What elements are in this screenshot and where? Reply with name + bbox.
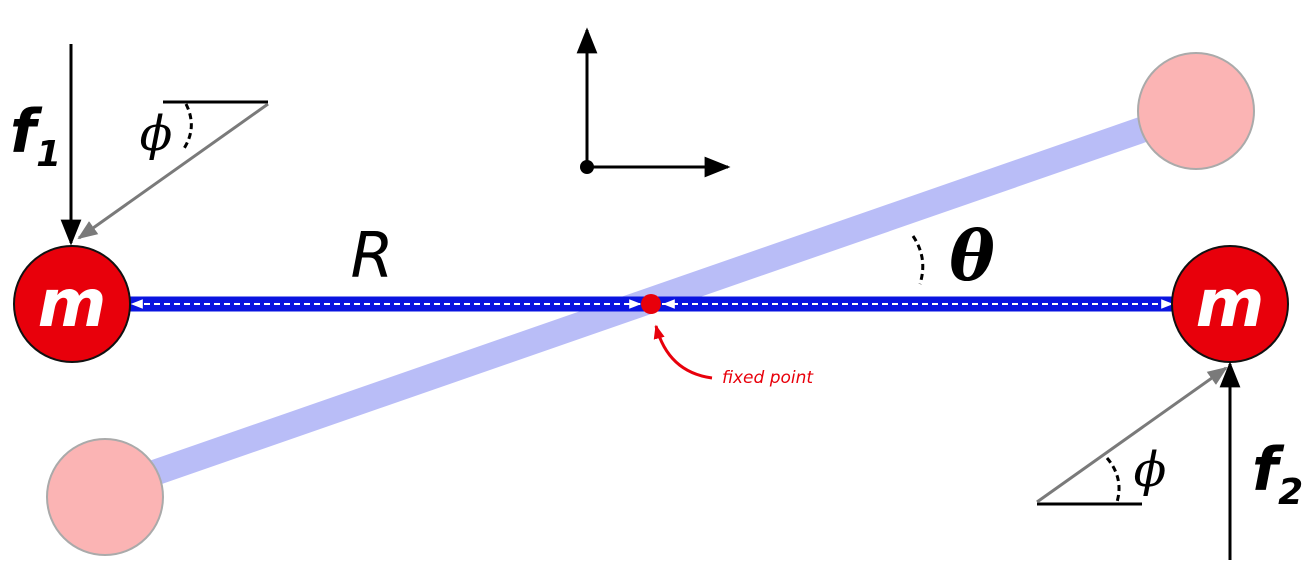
mass-left [13,245,131,363]
force-one-angle-label: ϕ [140,106,173,162]
length-label: R [350,219,393,292]
pivot-point [641,294,661,314]
ghost-mass-top-right [1137,52,1255,170]
force-two-label: f2 [1252,435,1303,513]
pivot-note-label: fixed point [722,368,814,388]
mass-left-label: m [38,265,107,342]
mass-right-label: m [1196,265,1265,342]
force-two-component-arrow [1036,366,1228,504]
rotation-angle-arc [911,235,925,285]
force-two-angle-arc [1105,457,1121,503]
rotation-angle-label: θ [949,217,995,297]
force-one-label: f1 [10,97,61,175]
ghost-mass-bottom-left [46,438,164,556]
axis-origin [580,160,594,174]
force-two-angle-label: ϕ [1134,442,1167,498]
pivot-note-arrow [653,324,713,380]
force-one-component-arrow [77,102,269,240]
force-one-angle-arc [181,103,193,151]
